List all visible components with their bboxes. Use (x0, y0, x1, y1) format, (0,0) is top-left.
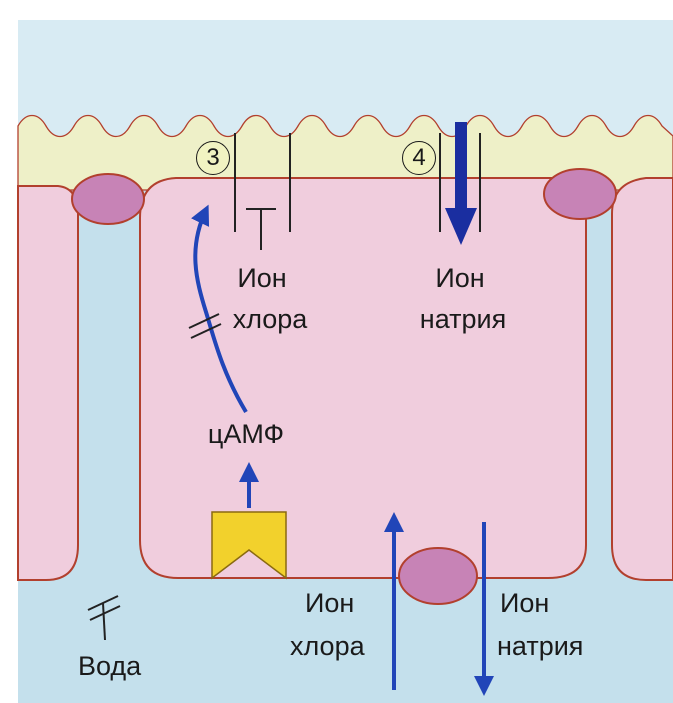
camp-label: цАМФ (196, 418, 296, 450)
apical-sodium-label-line2: натрия (408, 303, 518, 335)
apical-chloride-label-line2: хлора (220, 303, 320, 335)
right-neighbor-cell (612, 178, 673, 580)
basal-sodium-label-line1: Ион (500, 587, 549, 619)
basal-chloride-label-line2: хлора (290, 630, 365, 662)
chloride-channel-number: 3 (196, 141, 230, 175)
left-neighbor-cell (18, 186, 78, 580)
main-cell (140, 178, 586, 578)
tight-junction-right (544, 169, 616, 219)
basal-sodium-label-line2: натрия (497, 630, 583, 662)
apical-chloride-label-line1: Ион (230, 262, 294, 294)
sodium-channel-number: 4 (402, 141, 436, 175)
water-label: Вода (78, 650, 141, 682)
apical-sodium-label-line1: Ион (428, 262, 492, 294)
tight-junction-left (72, 174, 144, 224)
basolateral-transporter (399, 548, 477, 604)
basal-chloride-label-line1: Ион (305, 587, 354, 619)
